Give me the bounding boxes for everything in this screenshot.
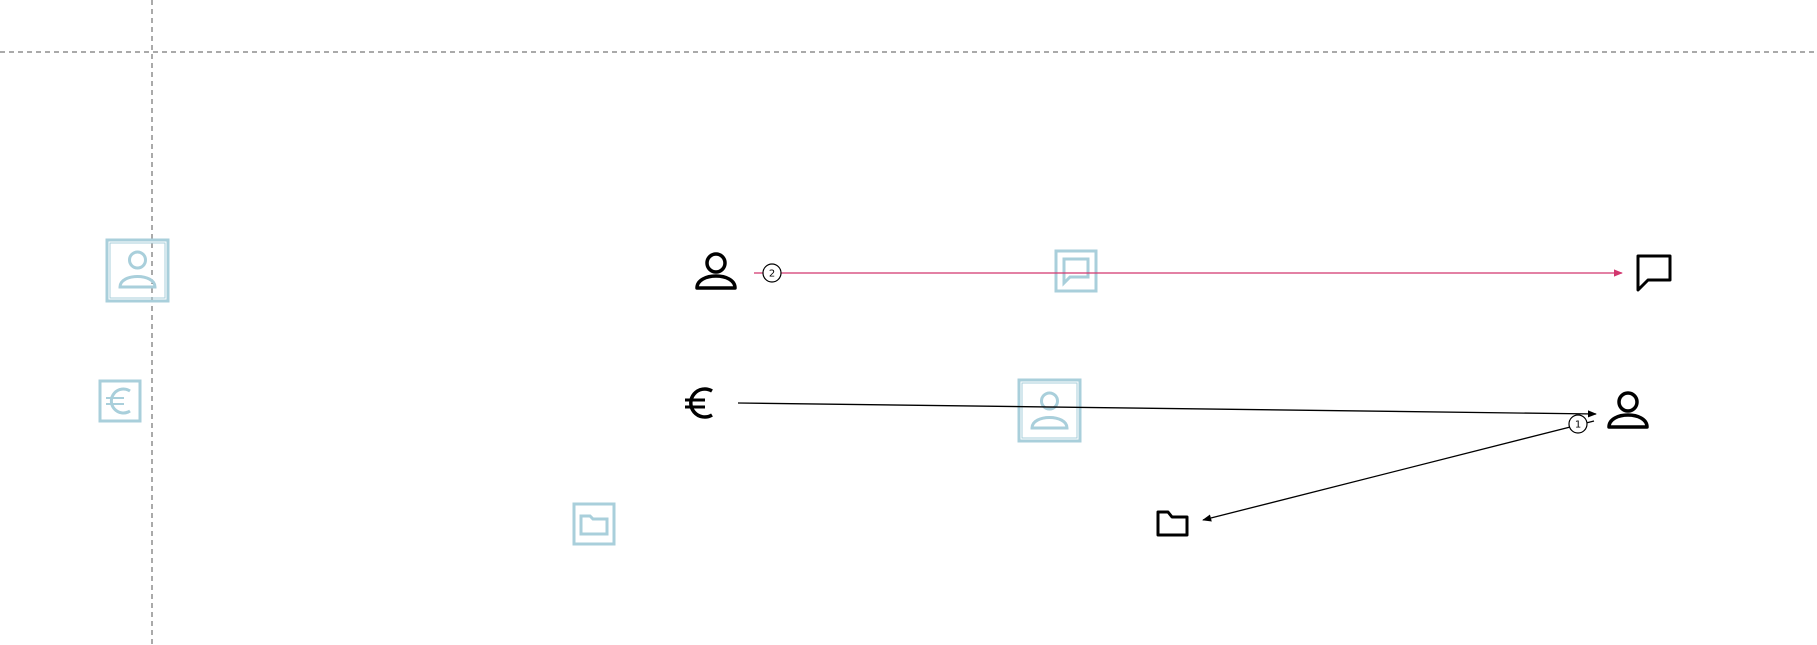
ghost-speech-bubble-icon[interactable] (1054, 249, 1098, 293)
speech-bubble-icon[interactable] (1636, 254, 1672, 292)
edge-person-to-folder[interactable] (1202, 420, 1595, 522)
person-icon[interactable] (695, 252, 737, 290)
edge-badge-label: 1 (1575, 420, 1581, 431)
ghost-euro-icon[interactable] (98, 379, 142, 423)
edge-badge-label: 2 (769, 269, 775, 280)
ghost-person-icon[interactable] (105, 238, 170, 303)
edge-badge[interactable]: 2 (762, 263, 782, 283)
edge-badge[interactable]: 1 (1568, 414, 1588, 434)
person-icon[interactable] (1607, 391, 1649, 429)
euro-icon[interactable] (685, 387, 713, 419)
ghost-person-icon[interactable] (1017, 378, 1082, 443)
ghost-folder-icon[interactable] (572, 502, 616, 546)
edge-euro-to-person[interactable] (737, 402, 1597, 418)
folder-icon[interactable] (1156, 510, 1189, 537)
